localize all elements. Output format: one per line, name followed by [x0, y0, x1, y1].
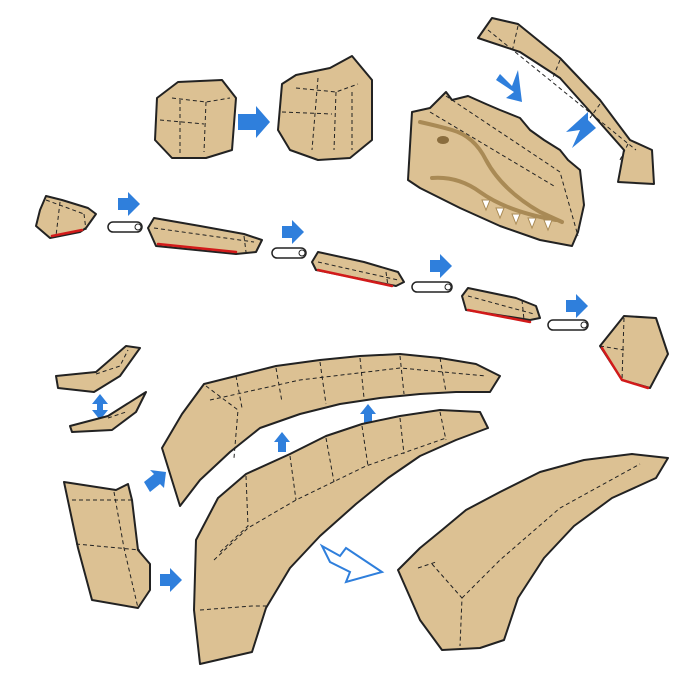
body-strip-upper — [161, 353, 501, 507]
tube-4 — [547, 319, 589, 331]
crest-arrow-right — [566, 112, 596, 148]
step-arrow-4 — [430, 254, 452, 278]
result-arrow — [319, 543, 385, 584]
step-arrow-5 — [566, 294, 588, 318]
tube-1 — [107, 221, 143, 233]
body-strip-lower — [193, 409, 489, 665]
step-arrow-2 — [118, 192, 140, 216]
crest-arrow-left — [496, 70, 522, 102]
neck-segment-3 — [461, 287, 541, 324]
step-arrow-3 — [282, 220, 304, 244]
neck-base-piece — [599, 315, 669, 390]
up-arrow-1 — [274, 432, 290, 452]
neck-end-piece — [35, 195, 97, 239]
neck-block-folded — [277, 55, 373, 161]
body-assembled — [397, 453, 669, 651]
step-arrow-6 — [144, 470, 166, 492]
tube-2 — [271, 247, 307, 259]
neck-segment-1 — [147, 217, 263, 255]
dinosaur-head — [407, 91, 585, 247]
neck-block-unfolded — [154, 79, 237, 159]
wedge-folded — [55, 345, 141, 393]
double-arrow — [92, 394, 108, 420]
step-arrow-1 — [238, 106, 270, 138]
up-arrow-2 — [360, 404, 376, 424]
step-arrow-7 — [160, 568, 182, 592]
wedge-flat — [69, 391, 147, 433]
crest-strip — [477, 17, 655, 185]
leg-side-piece — [63, 481, 151, 609]
neck-segment-2 — [311, 251, 405, 288]
tube-3 — [411, 281, 453, 293]
